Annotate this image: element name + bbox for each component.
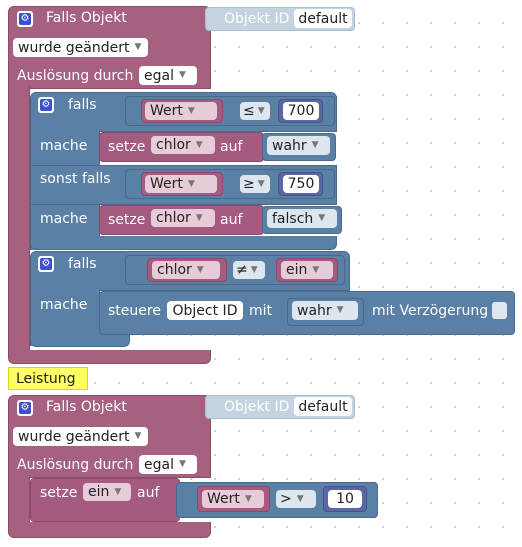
value-var-label: Wert: [150, 103, 183, 119]
chevron-down-icon: ▼: [114, 486, 122, 497]
chevron-down-icon: ▼: [257, 178, 265, 189]
value-var-dropdown-1[interactable]: Wert ▼: [145, 102, 217, 120]
gear-icon[interactable]: ⚙: [38, 97, 54, 113]
set-label: setze: [108, 139, 146, 155]
var-label: chlor: [157, 262, 192, 278]
operator-dropdown-4[interactable]: >▼: [276, 490, 316, 508]
bool-dropdown-1[interactable]: wahr ▼: [267, 136, 330, 155]
change-mode-label: wurde geändert: [18, 39, 130, 56]
trigger-label: Auslösung durch: [17, 457, 134, 473]
event-block-2-spine: [8, 475, 30, 527]
set-label: setze: [108, 212, 146, 228]
chevron-down-icon: ▼: [187, 178, 195, 189]
chevron-down-icon: ▼: [134, 431, 142, 441]
operator-label: ≠: [236, 262, 248, 278]
delay-label: mit Verzögerung: [372, 303, 489, 319]
event-block-1-spine: [8, 86, 30, 353]
bool-label: falsch: [272, 210, 314, 227]
if-block-1-footer: [30, 236, 337, 250]
comment-block[interactable]: [8, 367, 88, 390]
operator-dropdown-3[interactable]: ≠▼: [233, 261, 265, 279]
chevron-down-icon: ▼: [178, 459, 186, 469]
gear-icon[interactable]: ⚙: [38, 256, 54, 272]
chevron-down-icon: ▼: [312, 264, 320, 275]
bool-dropdown-2[interactable]: falsch ▼: [267, 209, 337, 228]
chevron-down-icon: ▼: [244, 493, 252, 504]
chevron-down-icon: ▼: [195, 139, 203, 150]
event-block-1[interactable]: [8, 6, 211, 39]
value-var-dropdown-3[interactable]: Wert ▼: [202, 490, 264, 508]
to-label: auf: [220, 139, 243, 155]
if-label: falls: [68, 256, 97, 272]
bool-dropdown-3[interactable]: wahr ▼: [292, 301, 358, 320]
operator-label: ≥: [243, 176, 255, 192]
event-block-1-footer: [8, 350, 211, 364]
chevron-down-icon: ▼: [296, 493, 304, 504]
bool-label: wahr: [272, 137, 307, 154]
chevron-down-icon: ▼: [134, 42, 142, 52]
var-label: ein: [286, 262, 308, 278]
trigger-value: egal: [144, 67, 174, 84]
bool-label: wahr: [297, 302, 332, 319]
do-label: mache: [40, 297, 88, 313]
value-var-label: Wert: [207, 491, 240, 507]
do-label: mache: [40, 211, 88, 227]
chevron-down-icon: ▼: [318, 213, 326, 223]
operator-label: >: [280, 491, 292, 507]
trigger-value: egal: [144, 456, 174, 473]
value-var-label: Wert: [150, 176, 183, 192]
operator-dropdown-2[interactable]: ≥▼: [240, 175, 270, 193]
else-if-label: sonst falls: [40, 171, 111, 187]
chlor-var-dropdown[interactable]: chlor ▼: [152, 261, 220, 279]
trigger-label: Auslösung durch: [17, 68, 134, 84]
ein-var-dropdown[interactable]: ein ▼: [281, 261, 333, 279]
event-title: Falls Objekt: [46, 10, 127, 26]
with-label: mit: [249, 303, 273, 319]
chevron-down-icon: ▼: [336, 305, 344, 315]
set-var-label: chlor: [156, 137, 191, 153]
event-block-2-footer: [8, 522, 211, 538]
chevron-down-icon: ▼: [311, 140, 319, 150]
change-mode-dropdown[interactable]: wurde geändert ▼: [13, 38, 148, 57]
chevron-down-icon: ▼: [257, 105, 265, 116]
change-mode-dropdown[interactable]: wurde geändert ▼: [13, 427, 148, 446]
chevron-down-icon: ▼: [195, 212, 203, 223]
change-mode-label: wurde geändert: [18, 428, 130, 445]
do-label: mache: [40, 138, 88, 154]
set-var-dropdown-2[interactable]: chlor ▼: [151, 209, 215, 227]
number-field-3[interactable]: 10: [328, 490, 362, 508]
to-label: auf: [220, 212, 243, 228]
set-var-label: ein: [88, 484, 110, 500]
value-var-dropdown-2[interactable]: Wert ▼: [145, 175, 217, 193]
trigger-dropdown[interactable]: egal ▼: [139, 66, 197, 85]
set-var-dropdown-1[interactable]: chlor ▼: [151, 136, 215, 154]
gear-icon[interactable]: ⚙: [17, 400, 33, 416]
chevron-down-icon: ▼: [187, 105, 195, 116]
if-block-2-footer: [30, 333, 130, 347]
object-id-field[interactable]: default: [294, 9, 352, 28]
chevron-down-icon: ▼: [250, 264, 258, 275]
if-label: falls: [68, 97, 97, 113]
object-id-field[interactable]: default: [294, 397, 352, 416]
to-label: auf: [137, 485, 160, 501]
control-object-id-field[interactable]: Object ID: [167, 301, 243, 320]
number-field-2[interactable]: 750: [283, 175, 319, 193]
delay-checkbox[interactable]: [492, 302, 507, 319]
operator-label: ≤: [243, 103, 255, 119]
gear-icon[interactable]: ⚙: [17, 11, 33, 27]
operator-dropdown-1[interactable]: ≤▼: [240, 102, 270, 120]
control-label: steuere: [108, 303, 161, 319]
chevron-down-icon: ▼: [178, 70, 186, 80]
number-field-1[interactable]: 700: [283, 102, 319, 120]
event-title: Falls Objekt: [46, 399, 127, 415]
set-label: setze: [40, 485, 78, 501]
chevron-down-icon: ▼: [196, 264, 204, 275]
comment-text: Leistung: [16, 371, 76, 387]
object-id-label: Objekt ID: [224, 11, 290, 27]
event-block-2[interactable]: [8, 395, 211, 428]
set-var-label: chlor: [156, 210, 191, 226]
object-id-label: Objekt ID: [224, 399, 290, 415]
trigger-dropdown[interactable]: egal ▼: [139, 455, 197, 474]
set-var-dropdown-3[interactable]: ein ▼: [83, 483, 131, 501]
